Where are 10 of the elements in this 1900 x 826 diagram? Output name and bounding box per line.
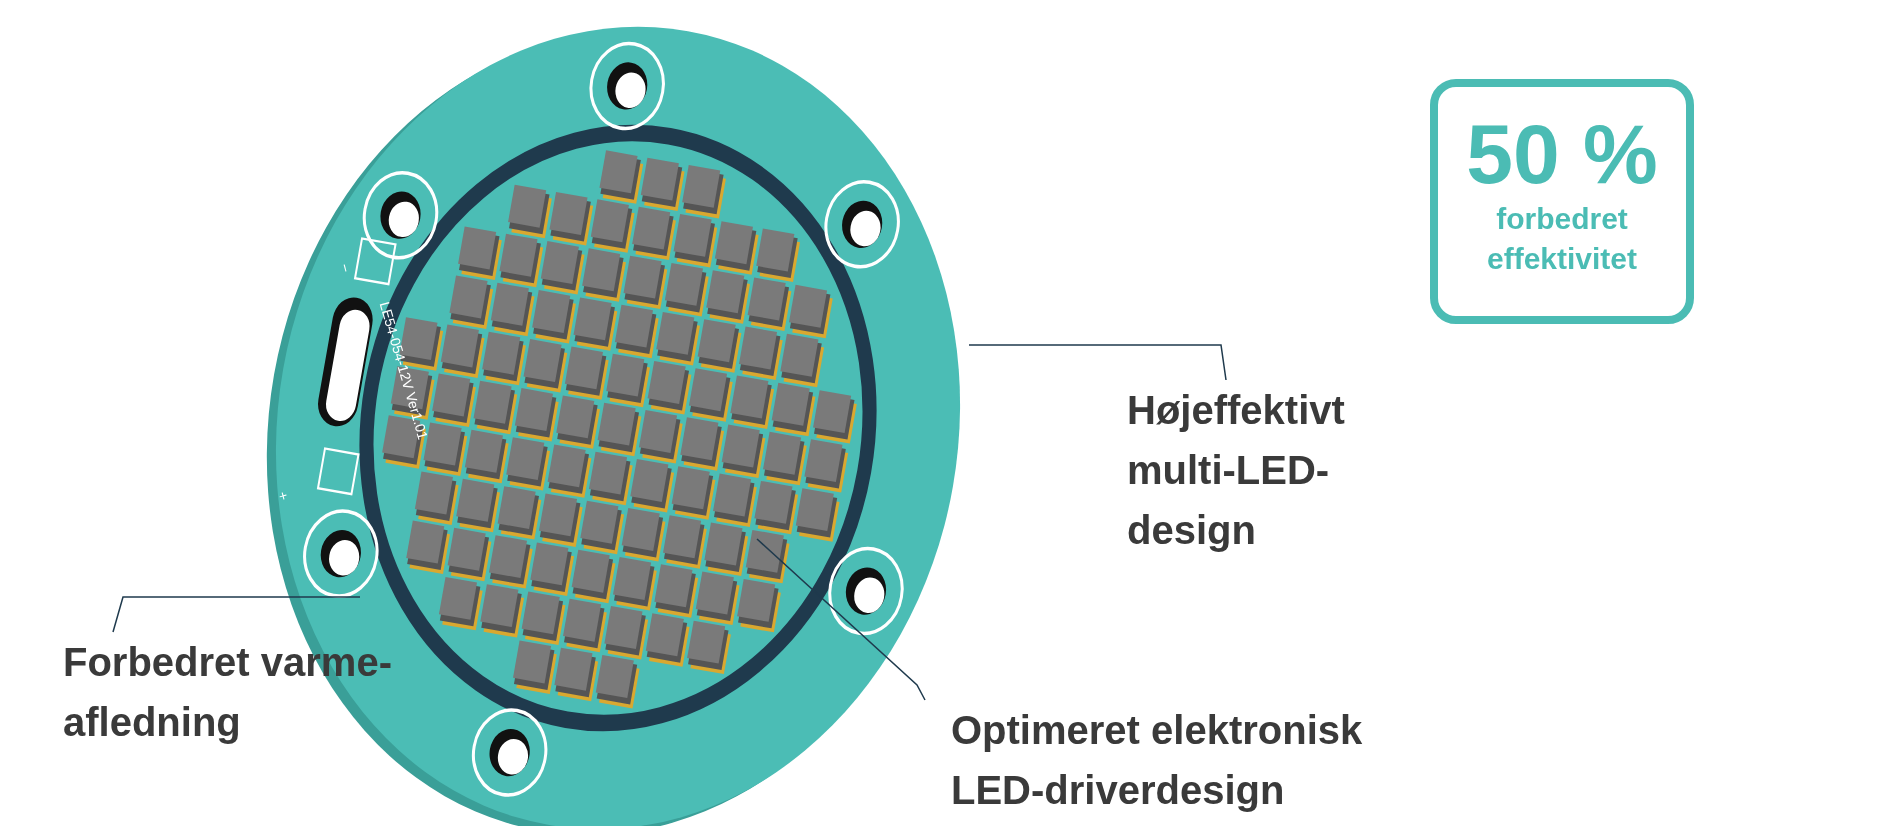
leader-line (756, 538, 926, 701)
stat-caption: forbedret effektivitet (1485, 201, 1638, 277)
callout-text: Højeffektivt multi-LED-design (1127, 380, 1389, 560)
silkscreen-text: + (274, 490, 293, 503)
callout-text: Optimeret elektronisk LED-driverdesign (951, 700, 1411, 820)
stat-value: 50 % (1465, 109, 1659, 199)
leader-line (112, 596, 361, 633)
silkscreen-text: − (336, 262, 355, 275)
leader-line (968, 344, 1227, 381)
stat-badge (1430, 79, 1694, 324)
